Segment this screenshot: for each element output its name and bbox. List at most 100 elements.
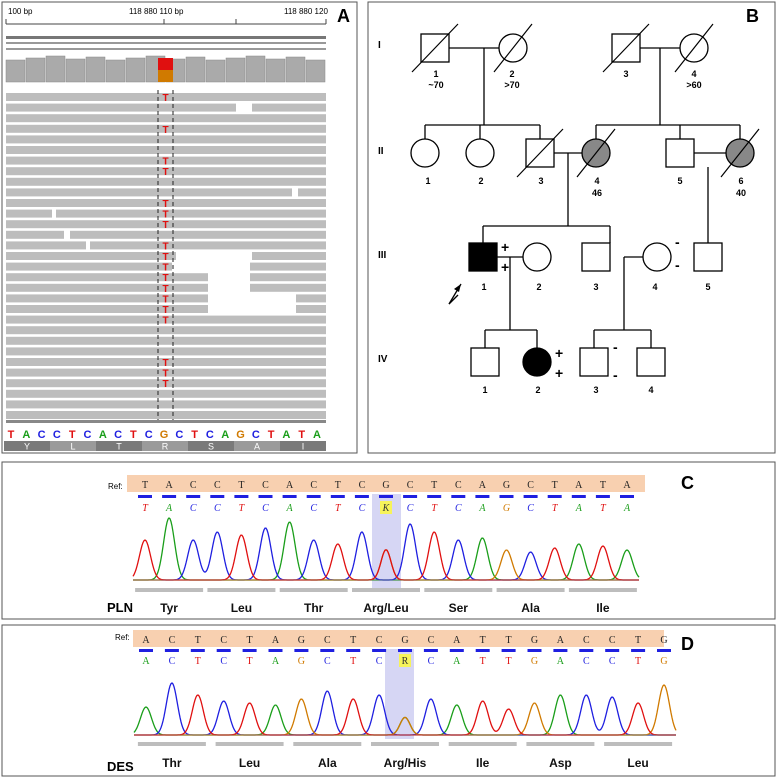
amino-acid-label: Ser [449, 601, 469, 615]
base-call: T [335, 503, 342, 514]
codon-bar [496, 588, 565, 592]
generation-label: IV [378, 354, 388, 365]
amino-acid-letter: S [208, 442, 214, 452]
reference-base: A [221, 429, 229, 441]
base-call: C [359, 503, 366, 514]
aligned-read [56, 209, 326, 218]
reference-base: A [623, 480, 631, 491]
codon-bar [137, 742, 206, 746]
deceased-mark [674, 23, 714, 73]
individual-ii-5-male [665, 138, 695, 168]
quality-bar [427, 495, 442, 498]
aligned-read [6, 177, 326, 186]
quality-bar [330, 495, 345, 498]
read-mismatch-base: T [162, 220, 168, 231]
individual-iv-1-male [470, 347, 500, 377]
amino-acid-label: Arg/His [384, 756, 427, 770]
aligned-read [6, 262, 172, 271]
individual-number: 1 [425, 176, 430, 186]
genotype-plus: + [555, 345, 563, 361]
aligned-read [6, 220, 326, 229]
aligned-read [250, 283, 326, 292]
quality-bar [306, 495, 321, 498]
panel-b-pedigree: B I II III IV [367, 1, 776, 454]
amino-acid-letter: L [70, 442, 75, 452]
ref-label: Ref: [115, 633, 130, 642]
individual-iii-5-male [693, 242, 723, 272]
reference-base: T [552, 480, 558, 491]
aligned-read [70, 230, 326, 239]
quality-bar [403, 495, 418, 498]
reference-base: G [531, 635, 538, 646]
quality-bar [210, 495, 225, 498]
reads-divider [6, 420, 326, 423]
amino-acid-letter: T [116, 442, 122, 452]
genotype-minus: - [675, 234, 680, 250]
individual-iii-3-male [581, 242, 611, 272]
quality-bar [162, 495, 177, 498]
generation-label: III [378, 250, 387, 261]
individual-number: 3 [593, 385, 598, 395]
aligned-read [6, 230, 64, 239]
reference-base: C [169, 635, 176, 646]
aligned-read [6, 400, 326, 409]
read-mismatch-base: T [162, 210, 168, 221]
reference-base: T [191, 429, 198, 441]
track-divider [6, 42, 326, 44]
base-call: C [407, 503, 414, 514]
reference-base: A [453, 635, 461, 646]
reference-band [133, 630, 664, 647]
individual-number: 4 [594, 176, 599, 186]
aligned-read [6, 273, 208, 282]
quality-bar [216, 649, 231, 652]
read-mismatch-base: T [162, 358, 168, 369]
coverage-bar [185, 56, 206, 83]
base-call: T [239, 503, 246, 514]
coverage-bar [305, 59, 326, 83]
base-call: A [557, 656, 565, 667]
ref-label: Ref: [108, 482, 123, 491]
quality-bar [579, 649, 594, 652]
aligned-read [6, 156, 326, 165]
quality-bar [282, 495, 297, 498]
amino-acid-label: Asp [549, 756, 572, 770]
base-call: T [142, 503, 149, 514]
quality-bar [294, 649, 309, 652]
reference-base: T [268, 429, 275, 441]
coverage-bar [265, 58, 286, 83]
coverage-bar [105, 59, 126, 83]
aligned-read [298, 188, 326, 197]
base-call: T [247, 656, 253, 667]
reference-base: C [114, 429, 122, 441]
individual-number: 4 [652, 282, 657, 292]
reference-base: T [431, 480, 437, 491]
aligned-read [6, 241, 86, 250]
read-mismatch-base: T [162, 379, 168, 390]
reference-base: C [214, 480, 221, 491]
base-call: C [583, 656, 590, 667]
genotype-plus: + [501, 239, 509, 255]
reference-base: A [272, 635, 280, 646]
amino-acid-label: Tyr [160, 601, 178, 615]
coverage-bar [85, 56, 106, 83]
quality-bar [449, 649, 464, 652]
track-divider [6, 48, 326, 50]
read-mismatch-base: T [162, 199, 168, 210]
quality-bar [379, 495, 393, 498]
aligned-read [6, 135, 326, 144]
coverage-bar [45, 55, 66, 83]
coverage-bar [25, 57, 46, 83]
amino-acid-block [188, 441, 234, 451]
aligned-read [6, 252, 176, 260]
aligned-read [296, 294, 326, 303]
reference-base: C [359, 480, 366, 491]
individual-iii-4-female [642, 242, 672, 272]
genotype-minus: - [613, 367, 618, 383]
aligned-read [6, 114, 326, 123]
deceased-mark [493, 23, 533, 73]
reference-base: T [8, 429, 15, 441]
